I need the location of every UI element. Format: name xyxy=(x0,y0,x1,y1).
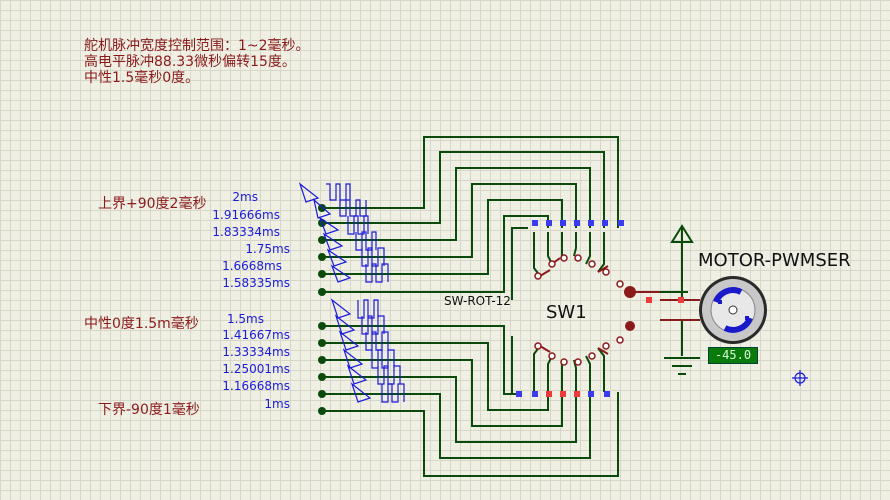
pulse-value: 1.6668ms xyxy=(222,259,282,273)
wire xyxy=(511,336,520,395)
wire xyxy=(597,347,605,392)
wire xyxy=(322,392,619,477)
switch-wiper xyxy=(624,286,636,298)
wire xyxy=(322,167,591,241)
wire xyxy=(573,232,577,257)
wire xyxy=(322,392,591,459)
label-neutral: 中性0度1.5m毫秒 xyxy=(84,316,199,332)
description-notes: 舵机脉冲宽度控制范围：1~2毫秒。 高电平脉冲88.33微秒偏转15度。 中性1… xyxy=(84,38,310,86)
wire xyxy=(322,359,563,427)
pulse-value: 1.16668ms xyxy=(222,379,290,393)
wire xyxy=(597,232,605,273)
note-line-1: 舵机脉冲宽度控制范围：1~2毫秒。 xyxy=(84,38,310,54)
wire xyxy=(322,342,549,411)
wire xyxy=(585,232,591,265)
label-lower-bound: 下界-90度1毫秒 xyxy=(98,402,200,418)
pulse-generators-bottom xyxy=(330,298,405,403)
motor-part-label: MOTOR-PWMSER xyxy=(698,250,851,271)
switch-part-label: SW-ROT-12 xyxy=(444,294,511,308)
label-upper-bound: 上界+90度2毫秒 xyxy=(98,196,207,212)
wire xyxy=(533,345,541,392)
pulse-value: 1ms xyxy=(264,397,290,411)
wire xyxy=(585,355,591,392)
switch-ref-label[interactable]: SW1 xyxy=(546,302,587,323)
pulse-value: 1.41667ms xyxy=(222,328,290,342)
power-terminal xyxy=(670,224,694,272)
pulse-value: 2ms xyxy=(232,190,258,204)
pulse-value: 1.75ms xyxy=(245,242,290,256)
wire xyxy=(322,183,577,258)
note-line-2: 高电平脉冲88.33微秒偏转15度。 xyxy=(84,54,296,70)
pulse-value: 1.58335ms xyxy=(222,276,290,290)
wire xyxy=(533,232,541,277)
pulse-generators-top xyxy=(298,182,389,283)
wire xyxy=(547,355,553,392)
motor-angle-readout: -45.0 xyxy=(708,347,758,364)
wire xyxy=(322,199,563,275)
ground-symbol xyxy=(664,357,700,375)
note-line-3: 中性1.5毫秒0度。 xyxy=(84,70,200,86)
servo-motor xyxy=(699,276,767,344)
pulse-value: 1.33334ms xyxy=(222,345,290,359)
wire xyxy=(322,136,619,228)
wire xyxy=(322,376,577,443)
pulse-value: 1.83334ms xyxy=(212,225,280,239)
pulse-value: 1.5ms xyxy=(226,312,264,326)
pulse-value: 1.91666ms xyxy=(212,208,280,222)
wire xyxy=(511,227,528,300)
wire xyxy=(322,151,605,228)
wire xyxy=(547,232,553,265)
pulse-value: 1.25001ms xyxy=(222,362,290,376)
origin-marker xyxy=(792,370,808,386)
